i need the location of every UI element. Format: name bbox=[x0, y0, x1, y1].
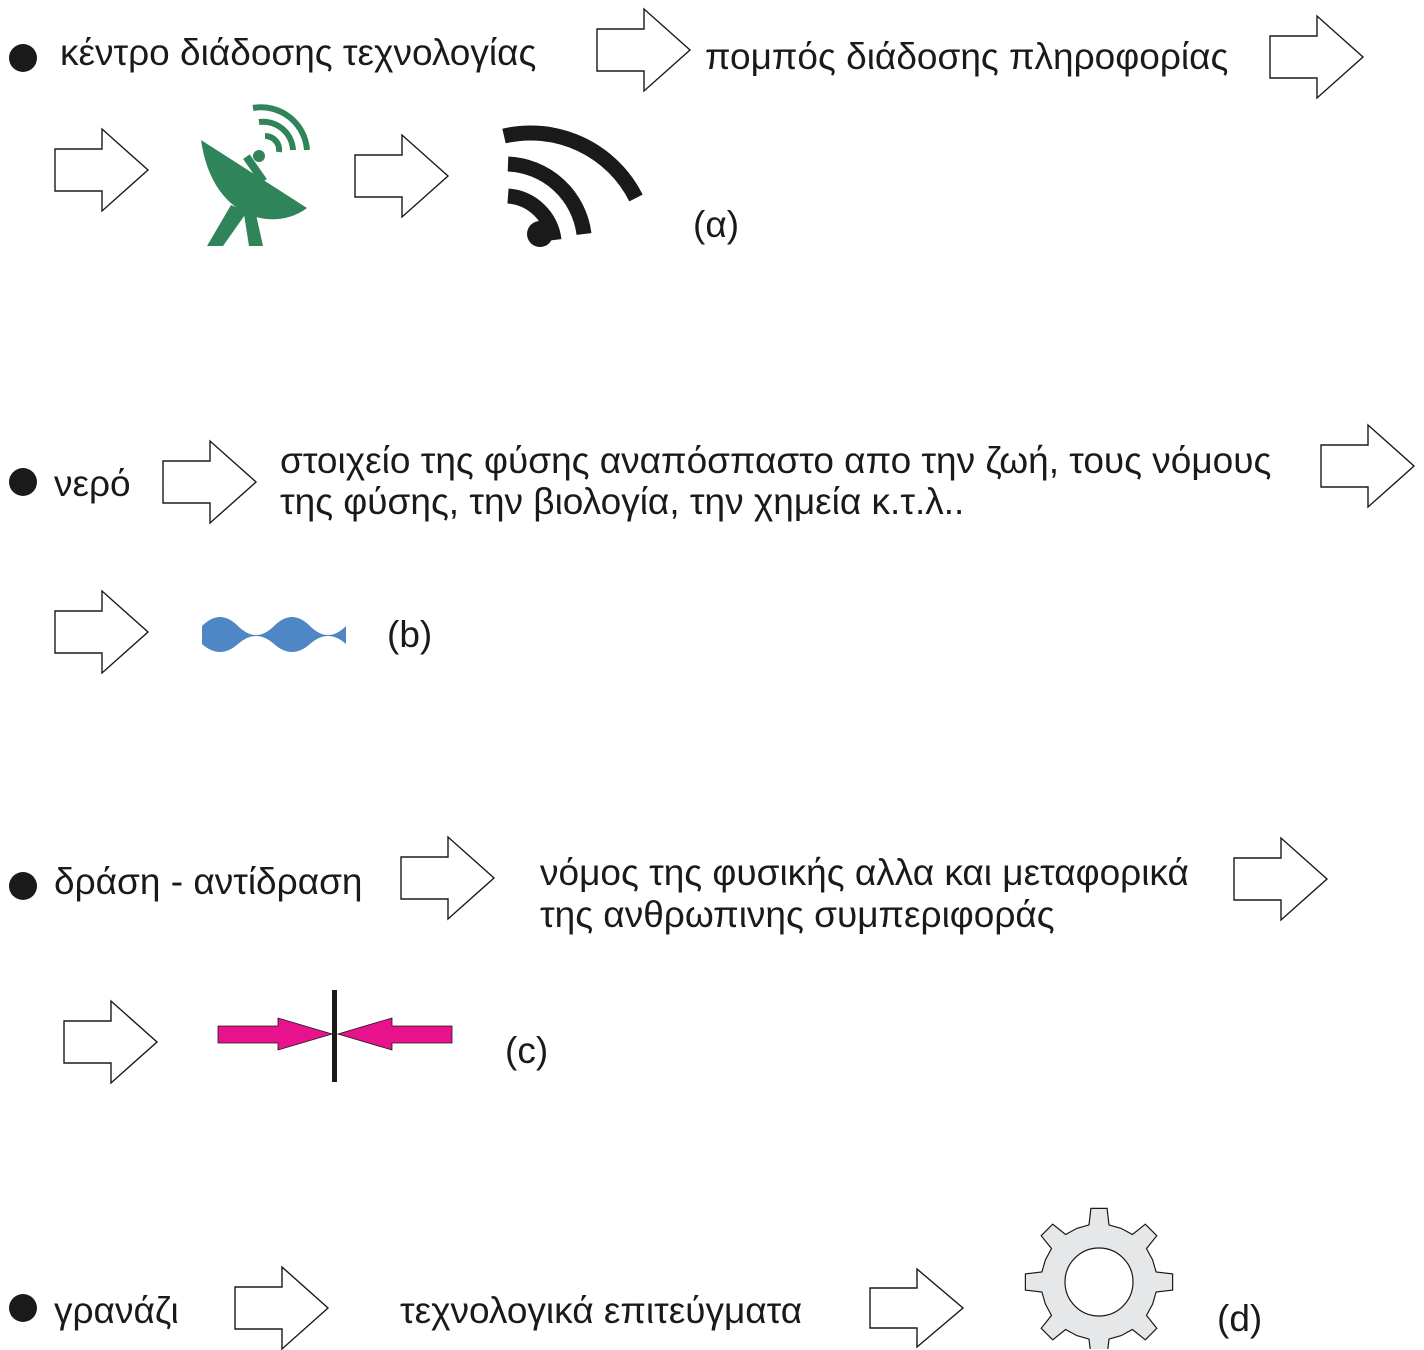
term-c: δράση - αντίδραση bbox=[54, 861, 363, 902]
opposing-arrows-icon bbox=[217, 990, 453, 1082]
bullet-b bbox=[9, 468, 37, 496]
label-d: (d) bbox=[1217, 1298, 1263, 1339]
arrow-right-icon bbox=[1269, 14, 1365, 100]
meaning-a: πομπός διάδοσης πληροφορίας bbox=[705, 36, 1229, 77]
arrow-right-icon bbox=[596, 7, 692, 93]
wifi-signal-icon bbox=[502, 125, 643, 247]
bullet-d bbox=[9, 1294, 37, 1322]
term-a: κέντρο διάδοσης τεχνολογίας bbox=[60, 32, 537, 73]
label-c: (c) bbox=[505, 1030, 549, 1071]
term-b: νερό bbox=[54, 463, 131, 504]
arrow-right-icon bbox=[54, 127, 150, 213]
gear-icon bbox=[1024, 1207, 1174, 1349]
arrow-right-icon bbox=[63, 999, 159, 1085]
term-d: γρανάζι bbox=[54, 1290, 179, 1331]
satellite-dish-icon bbox=[201, 104, 310, 246]
gear-hole bbox=[1064, 1247, 1134, 1317]
meaning-b-line1: στοιχείο της φύσης αναπόσπαστο απο την ζ… bbox=[280, 440, 1272, 481]
bullet-c bbox=[9, 872, 37, 900]
arrow-right-icon bbox=[54, 589, 150, 675]
arrow-right-icon bbox=[162, 439, 258, 525]
meaning-b-line2: της φύσης, την βιολογία, την χημεία κ.τ.… bbox=[280, 481, 965, 522]
meaning-d: τεχνολογικά επιτεύγματα bbox=[400, 1290, 803, 1331]
meaning-c-line1: νόμος της φυσικής αλλα και μεταφορικά bbox=[540, 852, 1189, 893]
meaning-c-line2: της ανθρωπινης συμπεριφοράς bbox=[540, 894, 1055, 935]
label-a: (α) bbox=[693, 204, 740, 245]
arrow-right-icon bbox=[234, 1265, 330, 1350]
label-b: (b) bbox=[387, 614, 433, 655]
bullet-a bbox=[9, 44, 37, 72]
arrow-right-icon bbox=[1233, 836, 1329, 922]
arrow-right-icon bbox=[400, 835, 496, 921]
arrow-right-icon bbox=[354, 133, 450, 219]
water-wave-icon bbox=[202, 617, 346, 652]
arrow-right-icon bbox=[1320, 423, 1416, 509]
arrow-right-icon bbox=[869, 1267, 965, 1349]
